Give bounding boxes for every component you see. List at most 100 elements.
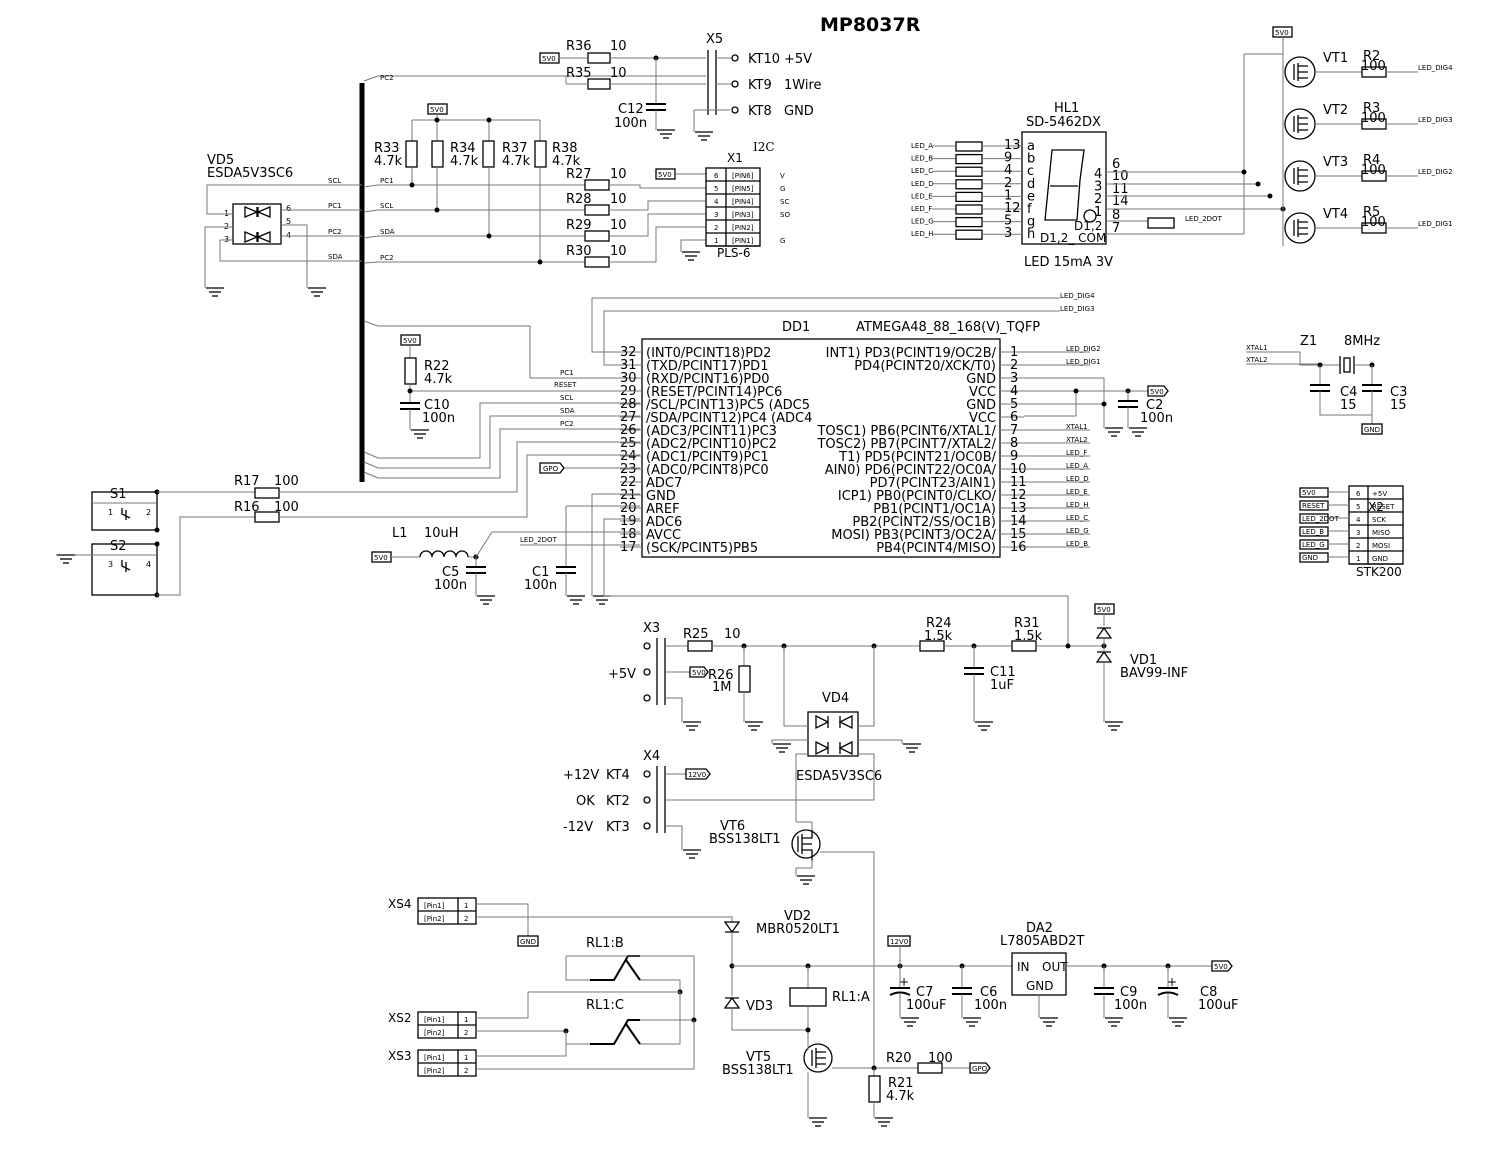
r16-value: 100	[274, 500, 299, 515]
z1-value: 8MHz	[1344, 334, 1380, 349]
dd1-name: ATMEGA48_88_168(V)_TQFP	[856, 320, 1040, 335]
hl1-net-label: LED_G	[911, 218, 934, 226]
vd5-esd-array: VD5 ESDA5V3SC6 1 2 3 6 5 4	[204, 153, 330, 297]
da2-name: L7805ABD2T	[1000, 934, 1084, 949]
xs-ref: XS2	[388, 1011, 411, 1025]
dd1-pin-number: 26	[620, 423, 637, 438]
dd1-pin-function: INT1) PD3(PCINT19/OC2B/	[826, 346, 997, 361]
hl1-out-pin: 7	[1112, 221, 1120, 236]
r36-resistor	[587, 52, 611, 64]
net-label-sda: SDA	[560, 407, 575, 415]
bus-labels: PC2 SCL PC1 PC2 SDA PC1 SCL SDA PC2 PC1 …	[328, 74, 577, 428]
c10-ref: C10	[424, 398, 450, 413]
digit-resistor-ref: R2	[1363, 49, 1380, 64]
dd1-pin-number: 24	[620, 449, 637, 464]
i2c-pullups: 5V0 R33 4.7k R34 4.7k R37 4.7k R38 4.7k	[374, 103, 581, 265]
digit-resistor-ref: R4	[1363, 153, 1380, 168]
hl1-name: SD-5462DX	[1026, 115, 1101, 130]
net-flag-12v0-label: 12V0	[890, 938, 908, 946]
x2-pin-signal: +5V	[1372, 490, 1387, 498]
net-flag-5v0-label: 5V0	[1150, 388, 1164, 396]
x2-ref: X2	[1368, 500, 1384, 514]
led-2dot-resistor	[1147, 217, 1175, 229]
net-label-led-dig3: LED_DIG3	[1060, 305, 1095, 313]
net-flag-gnd	[517, 935, 539, 947]
relay-output: XS4[Pin1][Pin2]12XS2[Pin1][Pin2]12XS3[Pi…	[388, 897, 1012, 1127]
dd1-pin-number: 23	[620, 462, 637, 477]
net-label-pc2: PC2	[380, 74, 394, 82]
net-label-pc2: PC2	[560, 420, 574, 428]
r16-ref: R16	[234, 500, 260, 515]
dd1-pin-number: 11	[1010, 475, 1027, 490]
x2-name: STK200	[1356, 565, 1402, 579]
net-flag-5v0	[1147, 385, 1169, 397]
net-label-led-dig: LED_DIG2	[1418, 168, 1453, 176]
c12-ref: C12	[618, 102, 644, 117]
hl1-pin-number: 3	[1004, 226, 1012, 241]
r22-resistor	[404, 357, 417, 385]
xs-pin-number: 1	[464, 1016, 468, 1024]
crystal: XTAL1 XTAL2 Z1 8MHz GND C4 15 C3 15	[1246, 334, 1407, 435]
l1-ref: L1	[392, 526, 408, 541]
net-label-led-2dot: LED_2DOT	[1185, 215, 1223, 223]
segment-resistor	[955, 204, 983, 215]
s1-button	[91, 491, 158, 531]
x1-pin-number: 5	[714, 185, 718, 193]
hl1-pin-number: 4	[1004, 163, 1012, 178]
vd4-name: ESDA5V3SC6	[796, 769, 882, 784]
x1-pin-number: 3	[714, 211, 718, 219]
net-label-led-2dot: LED_2DOT	[520, 536, 558, 544]
net-flag-gpo	[969, 1062, 991, 1074]
xs-pin-number: 1	[464, 1054, 468, 1062]
x2-pin-signal: RESET	[1372, 503, 1395, 511]
vt5-name: BSS138LT1	[722, 1063, 794, 1078]
net-flag-gnd-label: GND	[1364, 426, 1380, 434]
net-label-pc1: PC1	[328, 202, 342, 210]
segment-resistor	[955, 191, 983, 203]
net-flag-5v0	[689, 666, 709, 678]
r25-value: 10	[724, 627, 741, 642]
x1-pin-number: 2	[714, 224, 718, 232]
net-label-led-dig: LED_DIG3	[1418, 116, 1453, 124]
net-label-sda: SDA	[380, 228, 395, 236]
hl1-net-label: LED_A	[911, 142, 933, 150]
r38-resistor	[534, 140, 547, 168]
vt-ref: VT4	[1323, 207, 1348, 222]
dd1-net-label: LED_F	[1066, 449, 1087, 457]
dd1-pin-number: 6	[1010, 410, 1018, 425]
hl1-out-pin: 10	[1112, 169, 1129, 184]
net-flag-5v0-label: 5V0	[403, 337, 417, 345]
dd1-pin-number: 12	[1010, 488, 1027, 503]
dd1-pin-function: (SCK/PCINT5)PB5	[646, 541, 758, 556]
dd1-pin-function: ADC7	[646, 476, 682, 491]
buttons: S1 1 2 S2 3 4 R17 100 R16 100	[56, 441, 640, 598]
net-flag-5v0-label: 5V0	[692, 669, 706, 677]
x1-ref: X1	[727, 151, 743, 165]
r29-ref: R29	[566, 218, 592, 233]
net-flag-5v0-label: 5V0	[658, 171, 672, 179]
xs-pin-number: 2	[464, 915, 468, 923]
c8-value: 100uF	[1198, 998, 1239, 1013]
power-header-x5: 5V0 R36 10 R35 10 C12 100n X5 KT10 +5V K…	[539, 32, 822, 141]
net-label-reset: RESET	[554, 381, 577, 389]
r29-value: 10	[610, 218, 627, 233]
dd1-net-label: LED_G	[1066, 527, 1089, 535]
dd1-pin-number: 21	[620, 488, 637, 503]
c3-value: 15	[1390, 398, 1407, 413]
dd1-pin-number: 16	[1010, 540, 1027, 555]
x1-pin-signal: G	[780, 237, 785, 245]
dd1-left-pins: 32(INT0/PCINT18)PD231(TXD/PCINT17)PD130(…	[620, 345, 812, 556]
s2-ref: S2	[110, 539, 127, 554]
z1-crystal	[1343, 357, 1351, 373]
net-flag-gpo-label: GPO	[543, 465, 559, 473]
net-label-pc1: PC1	[380, 177, 394, 185]
segment-resistor	[955, 153, 983, 165]
r34-value: 4.7k	[450, 154, 479, 169]
x1-pin-signal: G	[780, 185, 785, 193]
hl1-net-label: LED_H	[911, 230, 933, 238]
x2-pin-number: 6	[1356, 490, 1361, 498]
vt5-transistor	[803, 1043, 833, 1073]
s1-pin-a: 1	[108, 508, 113, 517]
